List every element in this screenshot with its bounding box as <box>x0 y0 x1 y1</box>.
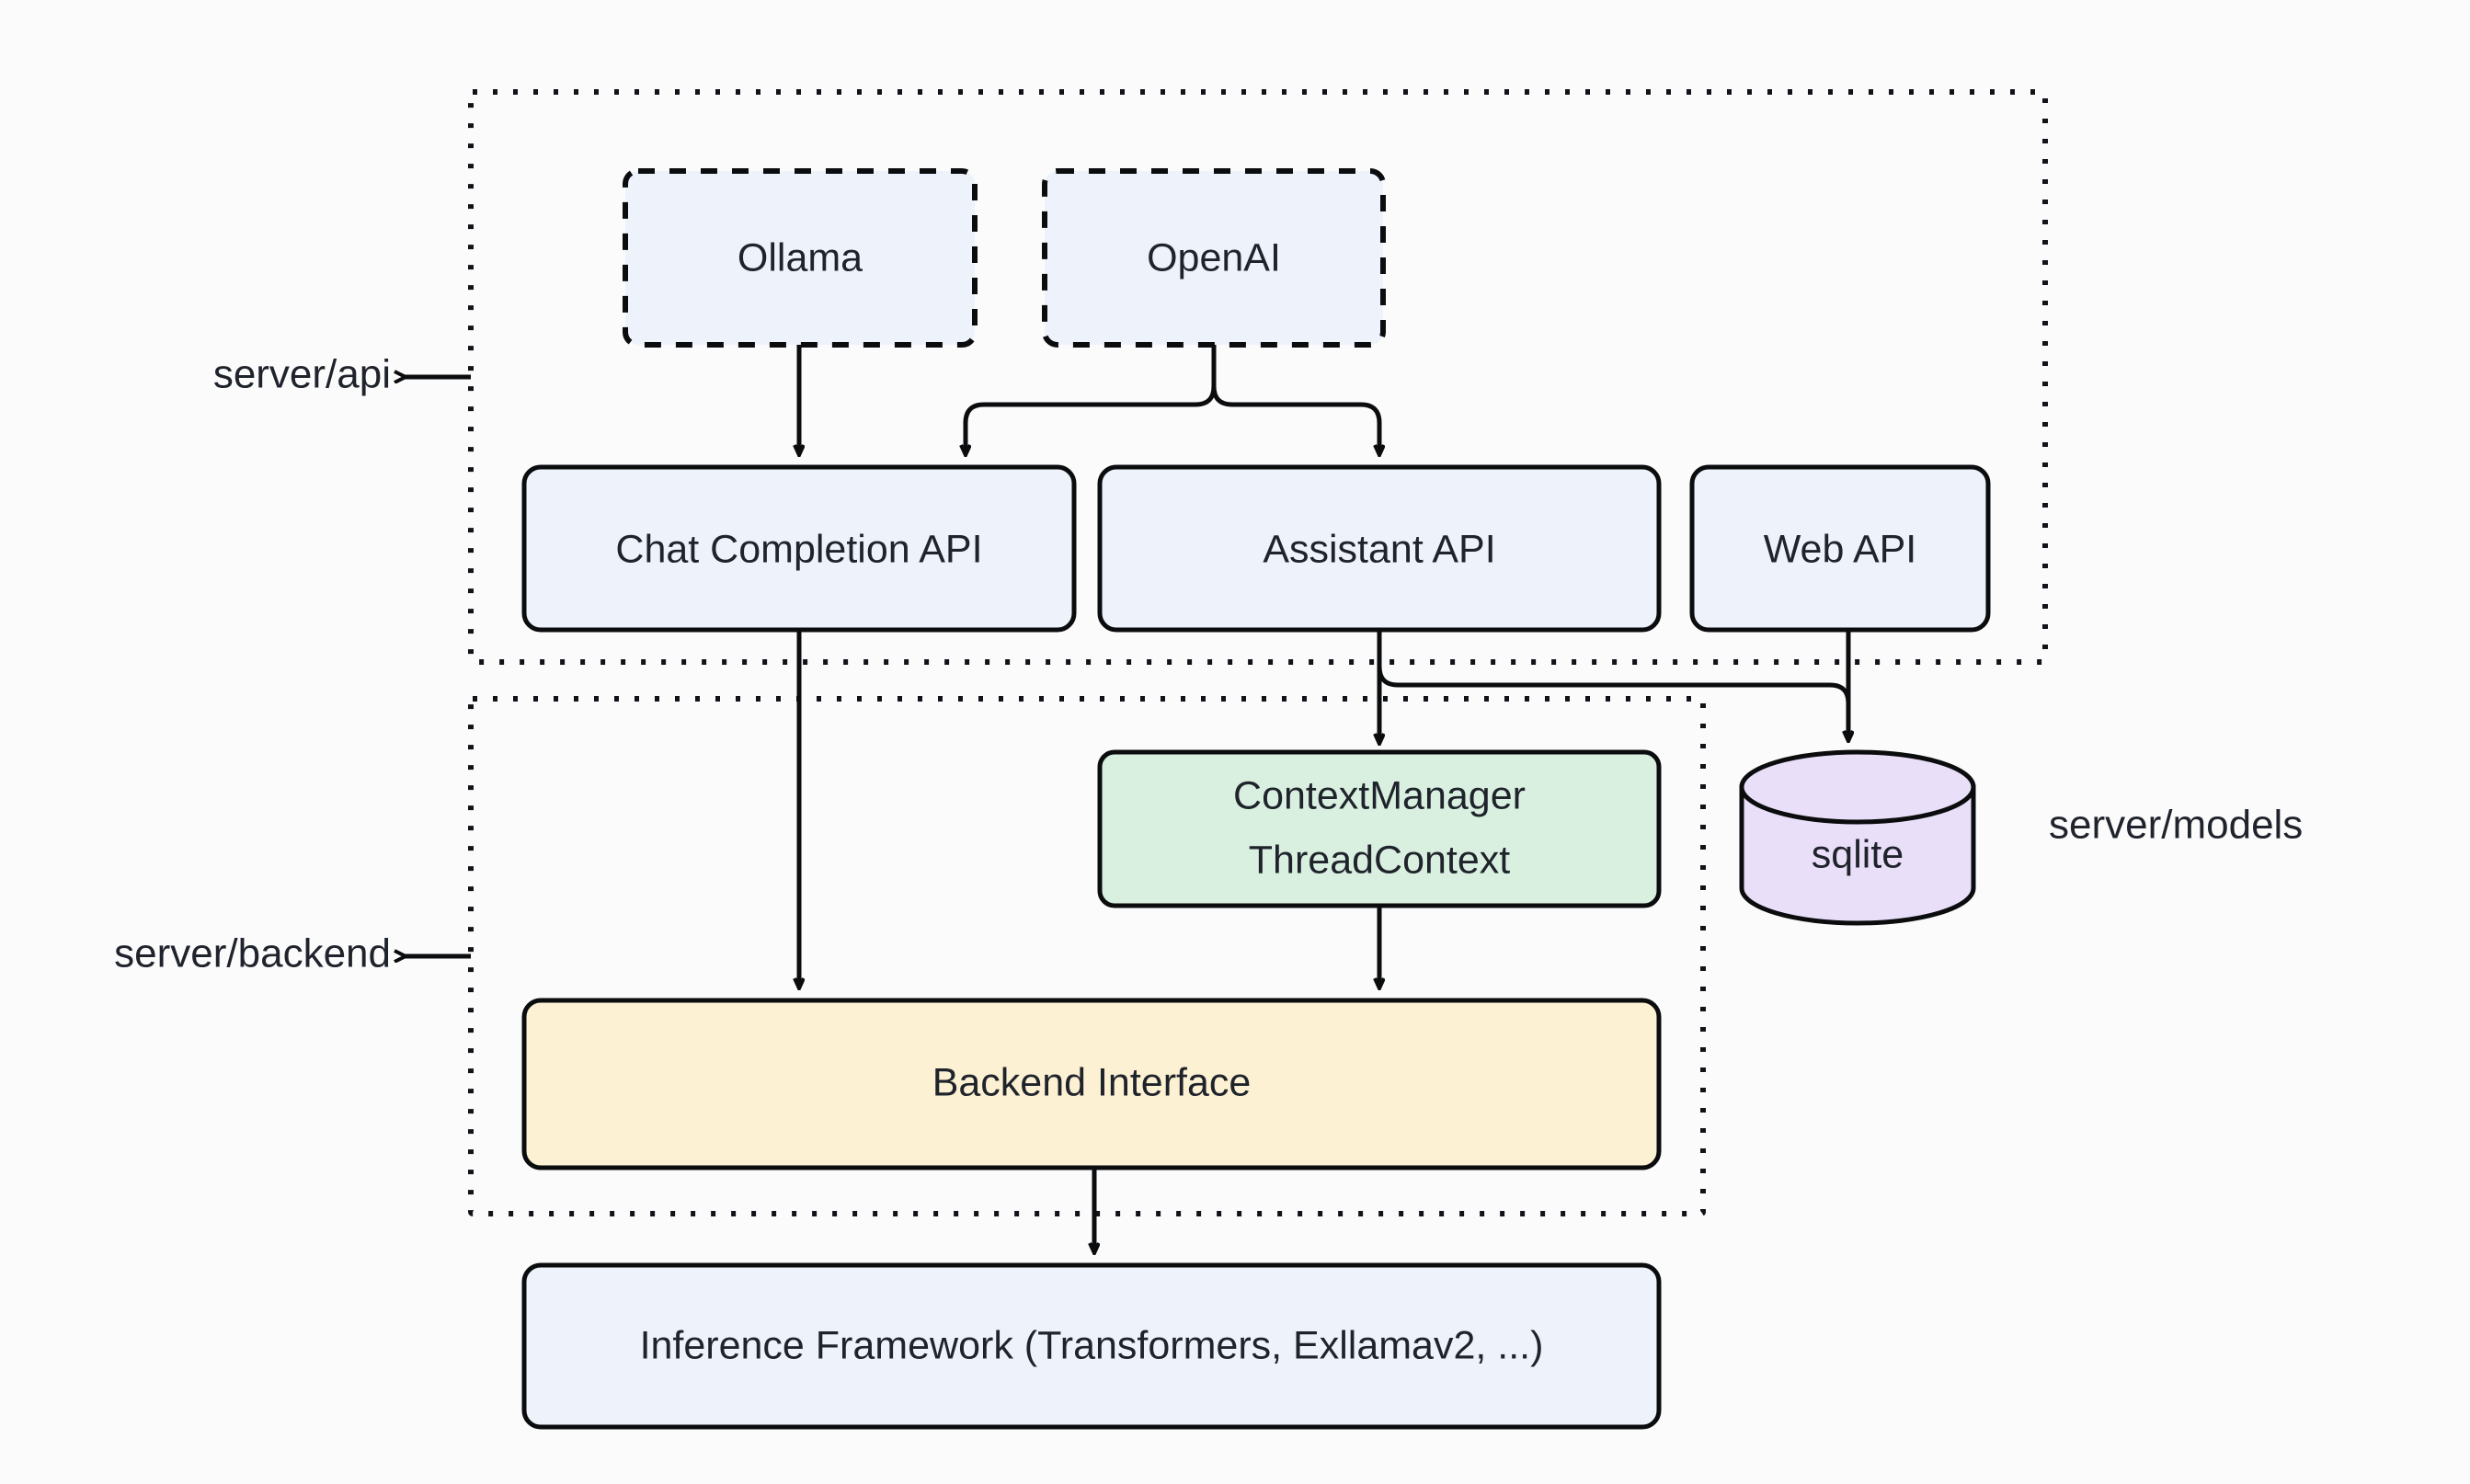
node-web-api-shape <box>1689 464 1991 633</box>
node-context-manager-label-line1: ContextManager <box>1233 773 1526 817</box>
node-chat-completion-api-label: Chat Completion API <box>615 527 982 571</box>
node-ollama-label: Ollama <box>738 235 863 280</box>
node-web-api-label: Web API <box>1764 527 1917 571</box>
node-backend-interface-label: Backend Interface <box>932 1060 1252 1104</box>
cluster-label-server-api: server/api <box>213 352 391 397</box>
node-sqlite-label: sqlite <box>1812 832 1904 876</box>
node-sqlite-top <box>1739 749 1976 825</box>
edge-openai-to-chat-completion-api <box>966 345 1217 454</box>
node-chat-completion-api-shape <box>521 464 1077 633</box>
node-ollama[interactable]: Ollama <box>623 168 978 348</box>
node-openai-shape <box>1042 168 1386 348</box>
edge-assistant-api-to-sqlite <box>1377 630 1848 740</box>
node-context-manager[interactable]: ContextManager ThreadContext <box>1097 749 1662 908</box>
node-web-api[interactable]: Web API <box>1689 464 1991 633</box>
node-openai[interactable]: OpenAI <box>1042 168 1386 348</box>
node-context-manager-shape <box>1097 749 1662 908</box>
node-inference-framework-label: Inference Framework (Transformers, Exlla… <box>640 1323 1544 1367</box>
node-sqlite[interactable]: sqlite <box>1739 749 1976 926</box>
node-context-manager-label-line2: ThreadContext <box>1249 838 1510 882</box>
node-chat-completion-api[interactable]: Chat Completion API <box>521 464 1077 633</box>
node-backend-interface-shape <box>521 998 1662 1170</box>
node-sqlite-body <box>1739 784 1976 926</box>
node-openai-label: OpenAI <box>1147 235 1281 280</box>
edge-openai-to-assistant-api <box>1211 345 1379 454</box>
node-assistant-api-label: Assistant API <box>1263 527 1495 571</box>
node-ollama-shape <box>623 168 978 348</box>
node-backend-interface[interactable]: Backend Interface <box>521 998 1662 1170</box>
node-inference-framework-shape <box>521 1262 1662 1430</box>
node-inference-framework[interactable]: Inference Framework (Transformers, Exlla… <box>521 1262 1662 1430</box>
cluster-label-server-models: server/models <box>2049 803 2303 848</box>
node-assistant-api[interactable]: Assistant API <box>1097 464 1662 633</box>
cluster-label-server-backend: server/backend <box>114 931 391 976</box>
node-assistant-api-shape <box>1097 464 1662 633</box>
